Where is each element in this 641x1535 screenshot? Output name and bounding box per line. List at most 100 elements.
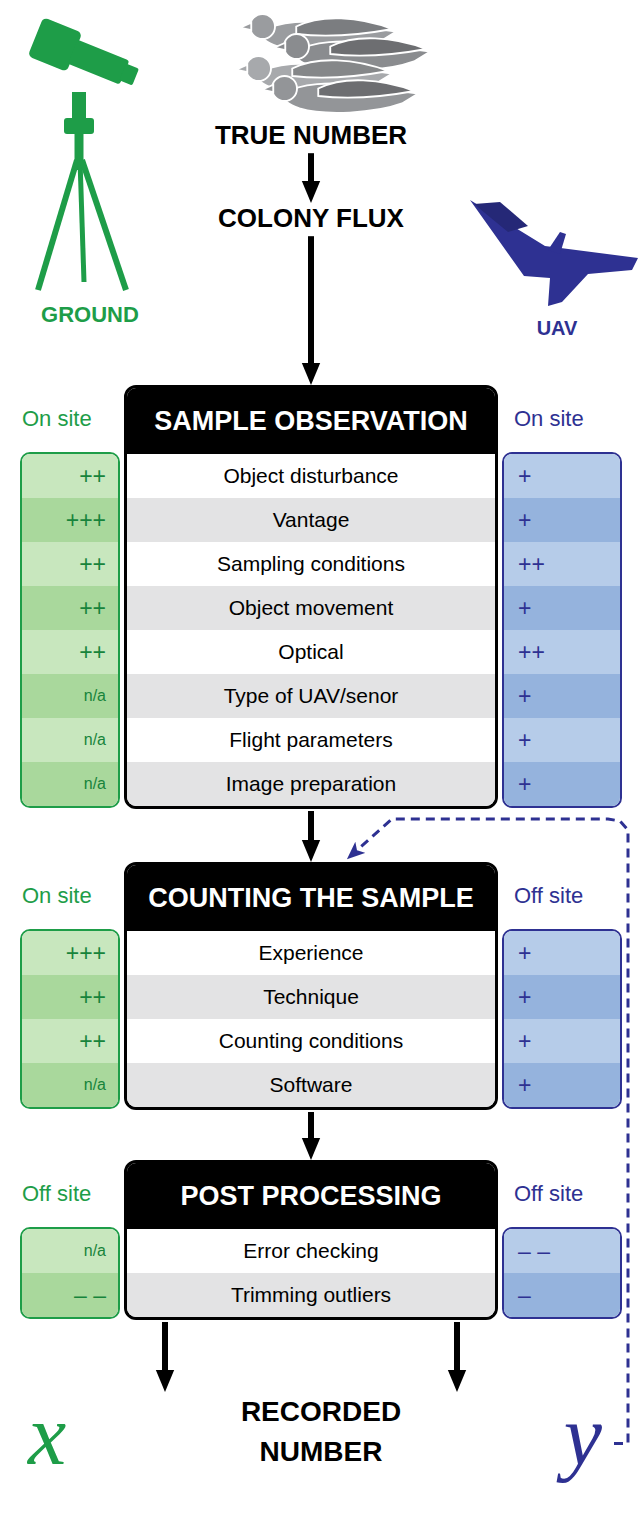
rating-cell: – – [22, 1273, 118, 1317]
uav-wing [470, 200, 638, 306]
recorded-variable: y [430, 1392, 610, 1478]
factor-list: Object disturbanceVantageSampling condit… [127, 454, 495, 806]
rating-list: +++++++n/a [20, 929, 120, 1109]
ground-rating-panel: On site+++++++n/a [20, 862, 120, 1109]
factor-row: Counting conditions [127, 1019, 495, 1063]
variable-symbol: y [430, 1392, 610, 1478]
bird-flock [236, 14, 430, 113]
rating-cell: + [504, 975, 620, 1019]
stage-heading: POST PROCESSING [127, 1163, 495, 1229]
stage-heading: COUNTING THE SAMPLE [127, 865, 495, 931]
rating-cell: + [504, 718, 620, 762]
rating-cell: n/a [22, 1063, 118, 1107]
rating-cell: +++ [22, 931, 118, 975]
rating-cell: + [504, 586, 620, 630]
scope-mount [72, 92, 86, 122]
method-label: GROUND [30, 302, 150, 328]
rating-cell: ++ [22, 586, 118, 630]
rating-cell: + [504, 498, 620, 542]
site-label: Off site [502, 1160, 622, 1227]
site-label: Off site [20, 1160, 120, 1227]
scope-body [68, 40, 130, 85]
rating-cell: n/a [22, 718, 118, 762]
flow-arrow [162, 1322, 168, 1370]
rating-cell: +++ [22, 498, 118, 542]
tripod-leg [38, 160, 77, 290]
uav-drone [470, 200, 638, 306]
variable-symbol: x [20, 1392, 200, 1478]
rating-cell: + [504, 762, 620, 806]
site-label: Off site [502, 862, 622, 929]
flow-step-text: TRUE NUMBER [161, 120, 461, 151]
rating-list: ++++++++++ [502, 452, 622, 808]
flow-arrow [454, 1322, 460, 1370]
spotting-scope [28, 17, 144, 290]
flow-arrow [308, 811, 314, 840]
uav-fin [548, 232, 566, 254]
factor-row: Type of UAV/senor [127, 674, 495, 718]
factor-row: Sampling conditions [127, 542, 495, 586]
flow-arrow [308, 236, 314, 363]
stage-heading: SAMPLE OBSERVATION [127, 388, 495, 454]
site-label: On site [20, 862, 120, 929]
factor-row: Error checking [127, 1229, 495, 1273]
rating-cell: n/a [22, 674, 118, 718]
flow-step: COLONY FLUX [161, 203, 461, 234]
rating-list: +++++++++++n/an/an/a [20, 452, 120, 808]
rating-cell: + [504, 454, 620, 498]
factor-row: Optical [127, 630, 495, 674]
factor-row: Flight parameters [127, 718, 495, 762]
recorded-variable: x [20, 1392, 200, 1478]
uav-nose [474, 202, 528, 232]
rating-cell: n/a [22, 1229, 118, 1273]
rating-cell: + [504, 931, 620, 975]
uav-rating-panel: On site++++++++++ [502, 385, 622, 808]
rating-cell: + [504, 1019, 620, 1063]
factor-row: Image preparation [127, 762, 495, 806]
rating-cell: ++ [504, 630, 620, 674]
site-label: On site [20, 385, 120, 452]
factor-list: ExperienceTechniqueCounting conditionsSo… [127, 931, 495, 1107]
ground-rating-panel: On site+++++++++++n/an/an/a [20, 385, 120, 808]
rating-cell: ++ [22, 454, 118, 498]
rating-cell: ++ [22, 1019, 118, 1063]
output-label: RECORDED NUMBER [216, 1392, 426, 1472]
factor-row: Trimming outliers [127, 1273, 495, 1317]
rating-list: n/a– – [20, 1227, 120, 1319]
rating-cell: + [504, 674, 620, 718]
rating-list: – –– [502, 1227, 622, 1319]
uav-rating-panel: Off site++++ [502, 862, 622, 1109]
factor-list: Error checkingTrimming outliers [127, 1229, 495, 1317]
rating-cell: ++ [22, 975, 118, 1019]
rating-cell: ++ [504, 542, 620, 586]
rating-cell: – – [504, 1229, 620, 1273]
flow-arrow [308, 1112, 314, 1138]
factor-row: Object disturbance [127, 454, 495, 498]
rating-cell: – [504, 1273, 620, 1317]
rating-cell: n/a [22, 762, 118, 806]
rating-cell: ++ [22, 630, 118, 674]
site-label: On site [502, 385, 622, 452]
scope-eyepiece [119, 64, 139, 86]
factor-row: Software [127, 1063, 495, 1107]
stage-table: SAMPLE OBSERVATIONObject disturbanceVant… [124, 385, 498, 809]
factor-row: Vantage [127, 498, 495, 542]
factor-row: Experience [127, 931, 495, 975]
factor-row: Technique [127, 975, 495, 1019]
ground-rating-panel: Off siten/a– – [20, 1160, 120, 1319]
uav-rating-panel: Off site– –– [502, 1160, 622, 1319]
flow-step: TRUE NUMBER [161, 120, 461, 151]
stage-table: POST PROCESSINGError checkingTrimming ou… [124, 1160, 498, 1320]
flow-step-text: COLONY FLUX [161, 203, 461, 234]
bird [262, 76, 418, 113]
rating-cell: + [504, 1063, 620, 1107]
rating-cell: ++ [22, 542, 118, 586]
rating-list: ++++ [502, 929, 622, 1109]
method-label: UAV [524, 316, 590, 340]
tripod-leg [82, 160, 126, 290]
tripod-leg [80, 160, 84, 282]
factor-row: Object movement [127, 586, 495, 630]
stage-table: COUNTING THE SAMPLEExperienceTechniqueCo… [124, 862, 498, 1110]
flow-arrow [308, 153, 314, 181]
